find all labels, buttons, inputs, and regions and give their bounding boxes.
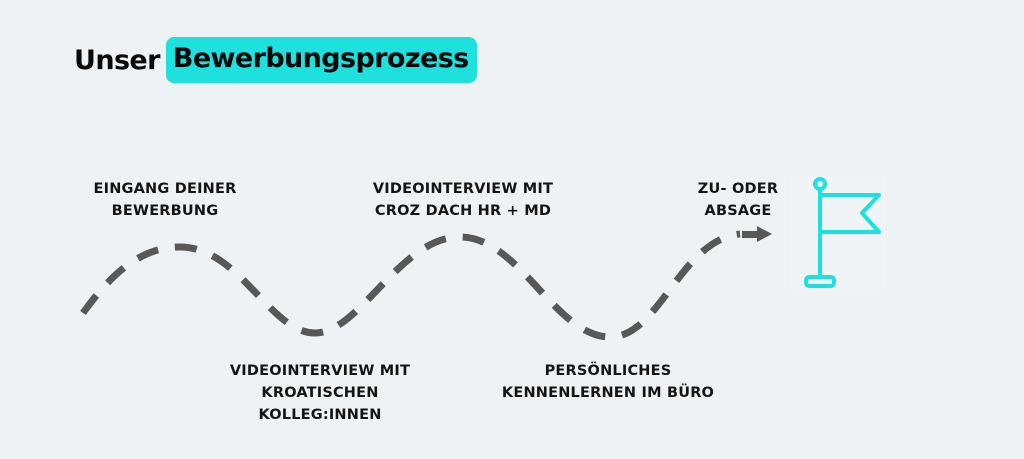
- title-highlight: Bewerbungsprozess: [165, 37, 477, 83]
- title-plain: Unser: [74, 44, 160, 76]
- flag-icon: [804, 177, 881, 288]
- arrow-right-icon: [757, 226, 772, 242]
- page-title: Unser Bewerbungsprozess: [74, 37, 477, 83]
- dashed-wave-path: [80, 230, 741, 341]
